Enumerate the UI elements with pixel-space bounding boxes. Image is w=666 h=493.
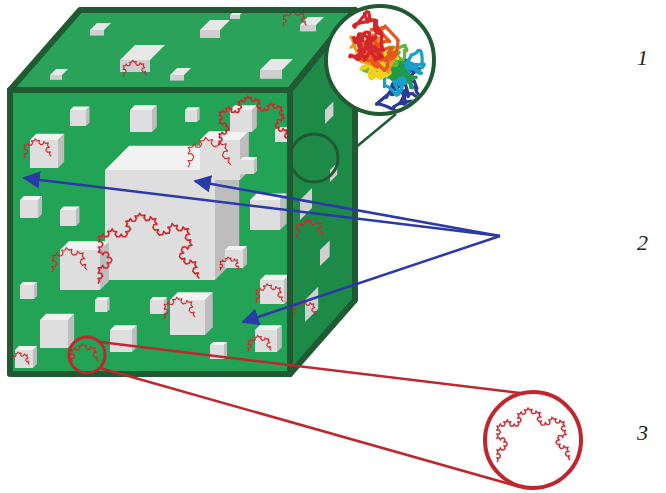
sub-cube — [150, 300, 164, 314]
sub-cube — [230, 105, 257, 110]
polymer-chain — [381, 35, 383, 50]
zoom-circle-small — [69, 337, 105, 373]
sub-cube — [120, 45, 165, 60]
sub-cube — [185, 110, 197, 122]
sub-cube — [200, 140, 240, 180]
polymer-chain — [385, 50, 391, 61]
sub-cube — [40, 320, 68, 348]
sub-cube — [130, 105, 157, 110]
sub-cube — [30, 140, 58, 168]
polymer-chain — [406, 85, 409, 97]
sub-cube — [20, 285, 34, 299]
sub-cube — [260, 70, 282, 79]
sub-cube — [200, 20, 230, 30]
fractal-curve — [220, 257, 240, 271]
sub-cube — [170, 300, 205, 335]
pointer-arrow — [24, 178, 500, 322]
sub-cube — [200, 30, 220, 38]
zoom-circle-small — [290, 134, 338, 182]
sub-cube — [15, 346, 37, 350]
globule-background — [326, 6, 434, 114]
sub-cube — [40, 314, 74, 320]
callout-number: 3 — [637, 422, 648, 444]
fractal-curve — [123, 60, 146, 76]
zoom-leader — [100, 342, 520, 487]
sub-cube — [50, 69, 68, 75]
sub-cube — [110, 325, 137, 330]
sub-cube — [325, 102, 333, 124]
sub-cube — [60, 250, 100, 290]
sub-cube — [95, 300, 107, 312]
sub-cube — [20, 200, 38, 218]
sub-cube — [150, 297, 167, 300]
sub-cube — [320, 240, 330, 266]
polymer-chain — [371, 51, 382, 57]
sub-cube — [230, 15, 240, 19]
sub-cube — [90, 30, 104, 36]
sub-cube — [255, 330, 277, 352]
zoom-circle-curve — [485, 392, 581, 488]
fractal-curve — [188, 137, 231, 167]
fractal-curve — [219, 96, 289, 145]
fractal-curve — [256, 284, 283, 303]
sub-cube — [225, 246, 247, 250]
polymer-chain — [377, 41, 390, 45]
sub-cube — [60, 210, 76, 226]
sub-cube — [90, 23, 111, 30]
fractal-curve — [98, 213, 199, 283]
fractal-curve — [497, 408, 570, 462]
sub-cube — [20, 282, 37, 285]
fractal-curve — [296, 219, 323, 238]
polymer-chain — [405, 64, 418, 66]
sub-cube — [20, 196, 42, 200]
sub-cube — [300, 188, 312, 220]
polymer-chain — [402, 69, 416, 77]
fractal-curve — [248, 335, 271, 351]
sub-cube — [240, 157, 257, 160]
sub-cube — [170, 68, 191, 75]
sub-cube — [70, 106, 90, 110]
polymer-chain — [402, 93, 406, 105]
cube-edges — [10, 10, 355, 374]
sub-cube — [105, 170, 215, 280]
sub-cube — [260, 275, 289, 280]
polymer-chain — [374, 22, 379, 34]
callout-number: 1 — [637, 47, 648, 69]
fractal-curve — [164, 297, 195, 319]
polymer-chain — [372, 75, 382, 79]
fractal-curve — [24, 139, 51, 158]
sub-cube — [230, 110, 252, 132]
polymer-chain — [354, 21, 369, 27]
sub-cube — [185, 107, 200, 110]
sub-cube — [210, 342, 227, 345]
sub-cube — [240, 160, 254, 174]
sub-cube — [130, 110, 152, 132]
callout-number: 2 — [637, 232, 648, 254]
sub-cube — [50, 75, 62, 80]
polymer-chain — [384, 86, 396, 95]
polymer-chain — [362, 47, 374, 53]
cube-front-face — [10, 90, 290, 374]
fractal-curve — [52, 248, 87, 272]
fractal-curve — [71, 344, 98, 363]
sub-cube — [260, 59, 293, 70]
sub-cube — [110, 330, 132, 352]
polymer-chain — [368, 12, 369, 21]
polymer-chain — [395, 40, 398, 53]
zoom-circle-globule — [326, 6, 434, 114]
sub-cube — [70, 110, 86, 126]
sub-cube — [250, 200, 280, 230]
sub-cube — [255, 325, 282, 330]
sub-cube — [170, 75, 184, 81]
sub-cube — [300, 25, 316, 31]
polymer-chain — [357, 49, 361, 60]
sub-cube — [60, 206, 80, 210]
sub-cube — [95, 297, 110, 300]
